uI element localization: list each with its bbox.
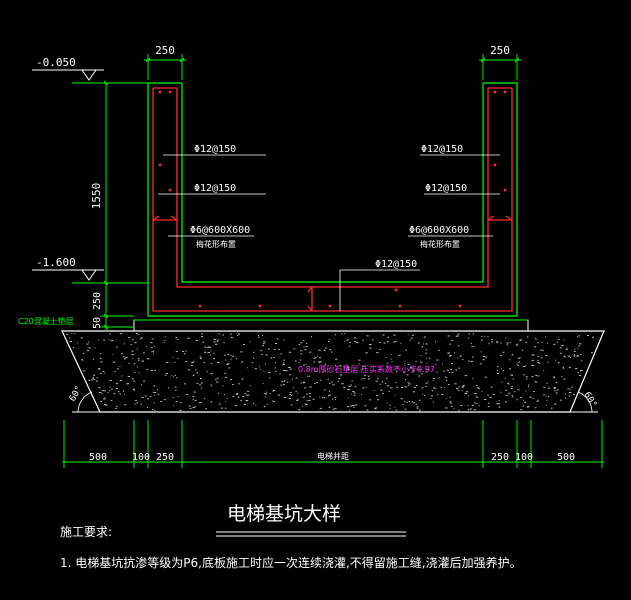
elevation-top-label: -0.050 <box>36 56 76 69</box>
rebar-label-right-1: Φ12@150 <box>421 144 463 155</box>
rebar-label-slab: Φ12@150 <box>375 259 417 270</box>
dim-bottom-1: 500 <box>89 452 107 463</box>
right-tie-hook-1 <box>487 215 513 221</box>
bottom-tie-hook <box>307 286 313 312</box>
dim-cushion: 50 <box>92 317 103 329</box>
rebar-dots <box>158 90 507 308</box>
elevation-bottom-label: -1.600 <box>36 256 76 269</box>
dim-bottom-2: 100 <box>132 452 150 463</box>
pit-outer-outline <box>147 83 518 317</box>
rebar-label-right-2: Φ12@150 <box>425 183 467 194</box>
dim-bottom-5: 100 <box>515 452 533 463</box>
dim-bottom-6: 500 <box>557 452 575 463</box>
angle-right-label: 60° <box>581 391 598 410</box>
rebar-leaders <box>158 154 500 311</box>
angle-left-label: 60° <box>68 384 85 403</box>
drawing-title: 电梯基坑大样 <box>227 503 341 525</box>
dim-top-right: 250 <box>490 44 510 57</box>
rebar-label-left-1: Φ12@150 <box>194 144 236 155</box>
dim-slab: 250 <box>92 292 103 310</box>
bottom-dimension-chain <box>62 420 604 468</box>
rebar-label-right-3-sub: 梅花形布置 <box>420 239 460 249</box>
left-tie-hook-1 <box>152 215 178 221</box>
gravel-bed <box>61 330 605 413</box>
rebar-label-left-3: Φ6@600X600 <box>190 225 250 236</box>
dim-bottom-pit: 电梯井距 <box>317 451 349 461</box>
pit-inner-outline <box>181 83 484 283</box>
left-dimension-chain <box>100 80 134 331</box>
rebar-cage <box>152 87 513 312</box>
rebar-outer <box>152 88 513 312</box>
left-angle-arc <box>77 391 93 413</box>
rebar-inner <box>176 88 489 288</box>
elevation-bottom-marker <box>32 269 148 284</box>
cushion-label: C20混凝土垫层 <box>18 316 74 326</box>
pit-concrete <box>147 82 518 317</box>
cushion-layer <box>133 319 529 332</box>
dim-bottom-4: 250 <box>491 452 509 463</box>
elevation-top-marker <box>32 69 148 84</box>
rebar-label-left-3-sub: 梅花形布置 <box>196 239 236 249</box>
dim-bottom-3: 250 <box>156 452 174 463</box>
angle-arcs <box>72 391 598 413</box>
gravel-speckles <box>66 333 594 411</box>
rebar-label-left-2: Φ12@150 <box>194 183 236 194</box>
notes-item-1: 1. 电梯基坑抗渗等级为P6,底板施工时应一次连续浇灌,不得留施工缝,浇灌后加强… <box>60 555 522 570</box>
notes-heading: 施工要求: <box>60 525 112 539</box>
rebar-label-right-3: Φ6@600X600 <box>409 225 469 236</box>
dim-wall-height: 1550 <box>90 183 103 210</box>
fill-note: 0.8m厚砂石垫层 压实系数不小于0.97 <box>298 364 435 374</box>
dim-top-left: 250 <box>155 44 175 57</box>
top-dimension-marks <box>144 54 521 80</box>
right-angle-arc <box>577 391 593 413</box>
